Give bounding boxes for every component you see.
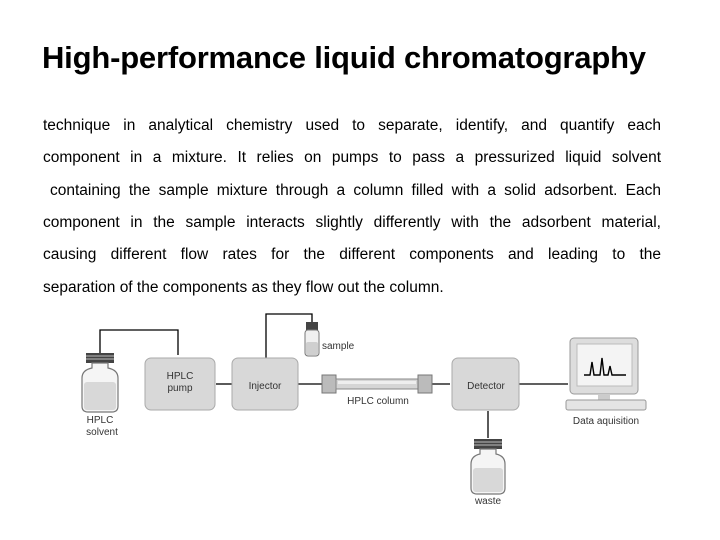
- pump-label-2: pump: [167, 383, 192, 394]
- injector-label: Injector: [249, 381, 282, 392]
- paragraph-line-2: component in a mixture. It relies on pum…: [43, 149, 661, 166]
- paragraph-line-5: causing different flow rates for the dif…: [43, 246, 661, 263]
- pump-label-1: HPLC: [167, 371, 194, 382]
- flow-lines: [99, 313, 568, 438]
- paragraph-line-4: component in the sample interacts slight…: [43, 214, 661, 231]
- chromatogram-trace: [584, 357, 626, 376]
- solvent-bottle: [81, 353, 119, 413]
- detector-label: Detector: [467, 381, 505, 392]
- solvent-label-2: solvent: [86, 427, 118, 438]
- solvent-label-1: HPLC: [87, 415, 114, 426]
- data-acquisition-label: Data aquisition: [573, 416, 639, 427]
- hplc-column: [321, 374, 433, 394]
- waste-bottle: [470, 439, 506, 495]
- injector-box: [231, 357, 299, 411]
- paragraph-line-6: separation of the components as they flo…: [43, 279, 444, 296]
- page-title: High-performance liquid chromatography: [42, 40, 646, 75]
- paragraph-line-3: containing the sample mixture through a …: [50, 182, 661, 199]
- pump-box: [144, 357, 216, 411]
- waste-label: waste: [474, 496, 502, 507]
- paragraph-line-1: technique in analytical chemistry used t…: [43, 117, 661, 134]
- column-label: HPLC column: [347, 396, 409, 407]
- sample-vial: [304, 322, 320, 357]
- computer-monitor: [565, 337, 647, 411]
- detector-box: [451, 357, 520, 411]
- hplc-diagram: HPLC solvent HPLC pump Injector sample H…: [81, 313, 647, 507]
- sample-label: sample: [322, 341, 355, 352]
